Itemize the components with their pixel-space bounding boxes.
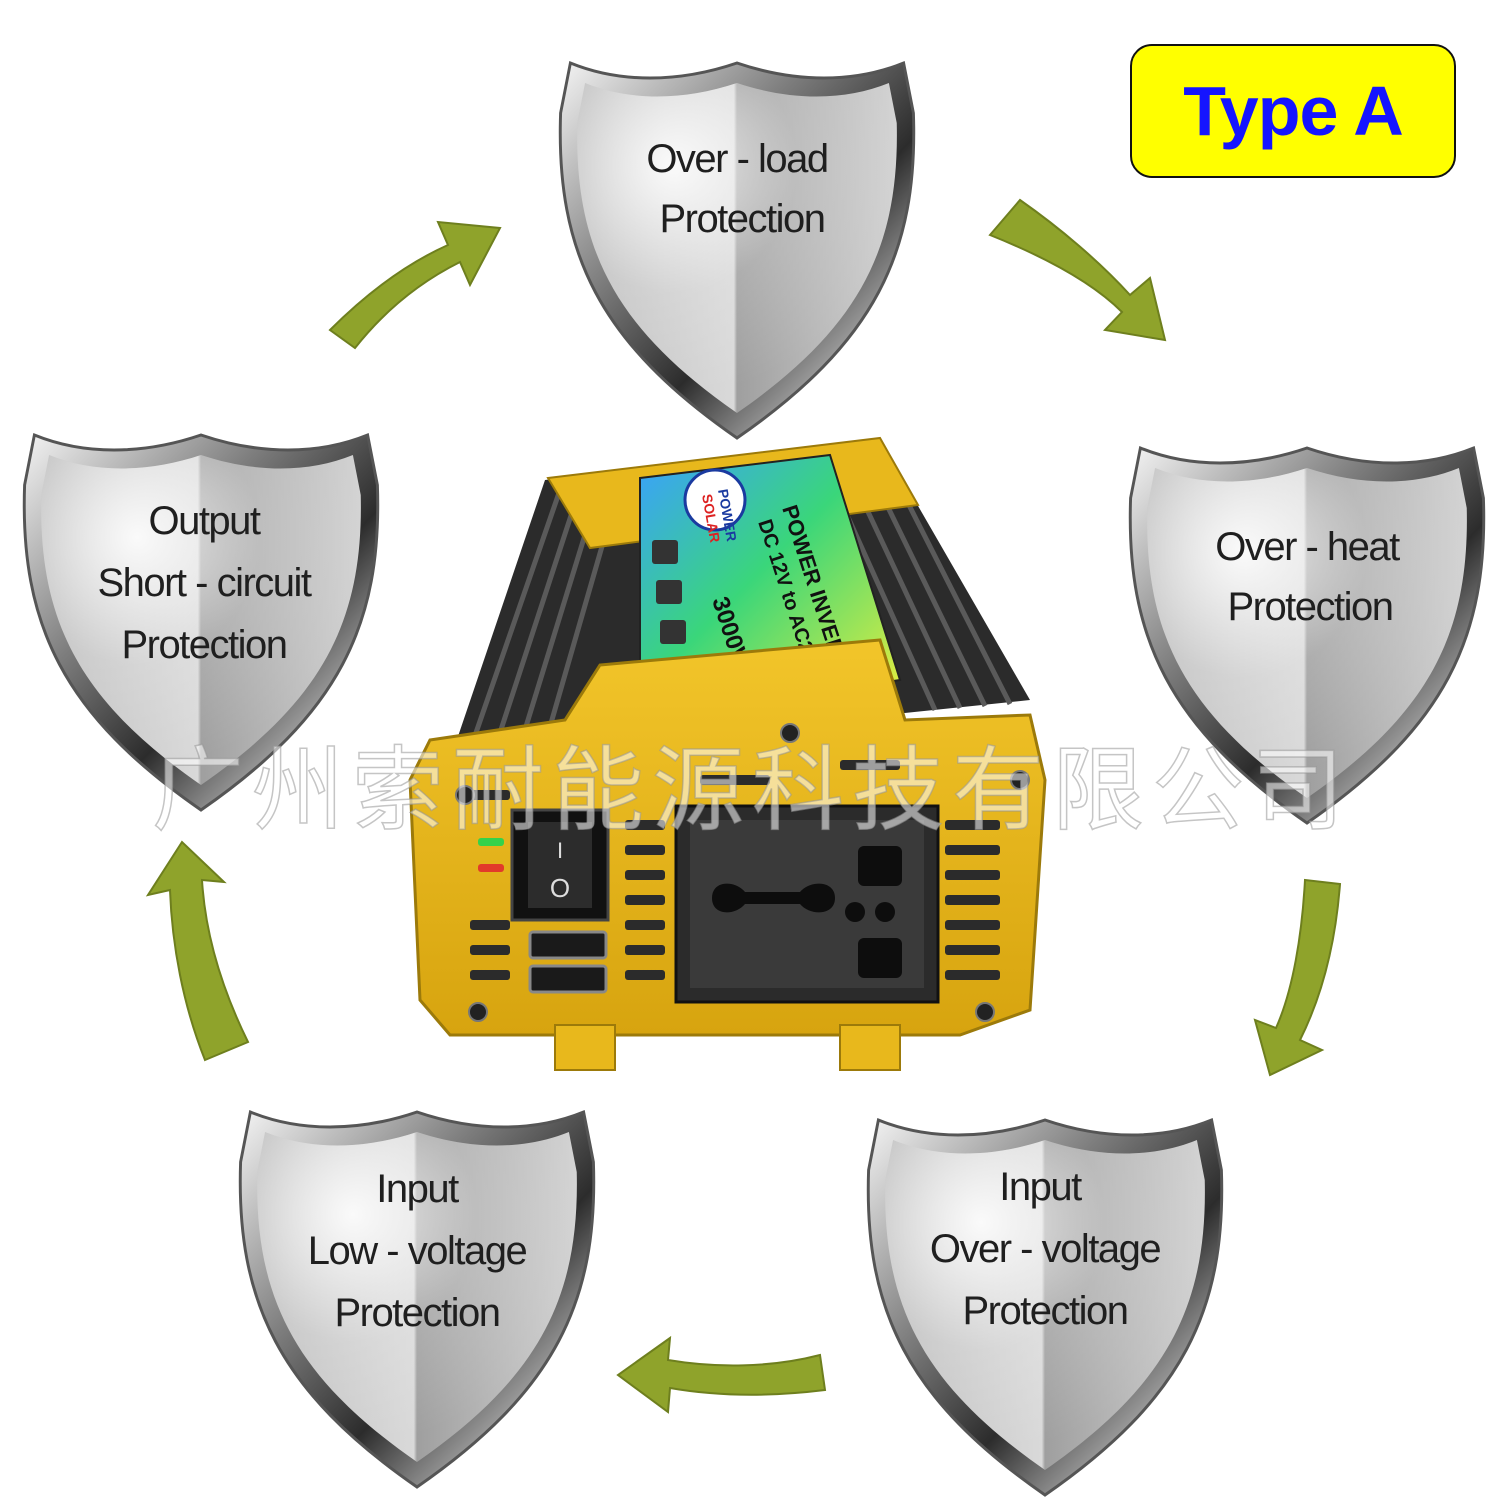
usb-port-1 <box>528 930 608 960</box>
socket-holes <box>712 846 902 978</box>
brand-logo <box>683 468 747 532</box>
shield-overload <box>558 61 916 440</box>
foot-left <box>554 1024 616 1071</box>
arrow-topright <box>988 198 1167 342</box>
switch-off-label: O <box>550 873 570 903</box>
arrow-bottom <box>616 1335 827 1414</box>
overload-line-1: Over - load <box>646 137 827 181</box>
device-icons <box>652 540 690 684</box>
switch-on-label: I <box>557 838 563 863</box>
power-switch-rocker <box>528 822 592 908</box>
overheat-line-1: Over - heat <box>1215 525 1400 569</box>
led-red <box>478 864 504 872</box>
overvoltage-line-3: Protection <box>962 1289 1127 1333</box>
lowvoltage-line-3: Protection <box>334 1291 499 1335</box>
shortcircuit-line-2: Short - circuit <box>97 561 311 605</box>
type-badge: Type A <box>1130 44 1456 178</box>
watermark: 广州索耐能源科技有限公司 <box>151 736 1352 845</box>
shortcircuit-line-1: Output <box>148 499 260 543</box>
cycle-arrows <box>145 198 1342 1414</box>
lowvoltage-line-2: Low - voltage <box>308 1229 527 1273</box>
arrow-topleft <box>328 220 502 350</box>
shortcircuit-line-3: Protection <box>121 623 286 667</box>
foot-right <box>839 1024 901 1071</box>
screws <box>455 723 1030 1022</box>
overvoltage-line-1: Input <box>999 1165 1082 1209</box>
arrow-right <box>1253 878 1342 1077</box>
vent-slots <box>470 760 1000 980</box>
power-inverter: SOLAR POWER POWER INVERTER DC 12V to AC2… <box>408 436 1047 1071</box>
overload-line-2: Protection <box>659 197 824 241</box>
usb-port-2 <box>528 964 608 994</box>
lowvoltage-line-1: Input <box>376 1167 459 1211</box>
overheat-line-2: Protection <box>1227 585 1392 629</box>
led-green <box>478 838 504 846</box>
overvoltage-line-2: Over - voltage <box>930 1227 1160 1271</box>
type-badge-label: Type A <box>1183 72 1404 150</box>
arrow-left <box>145 840 250 1062</box>
